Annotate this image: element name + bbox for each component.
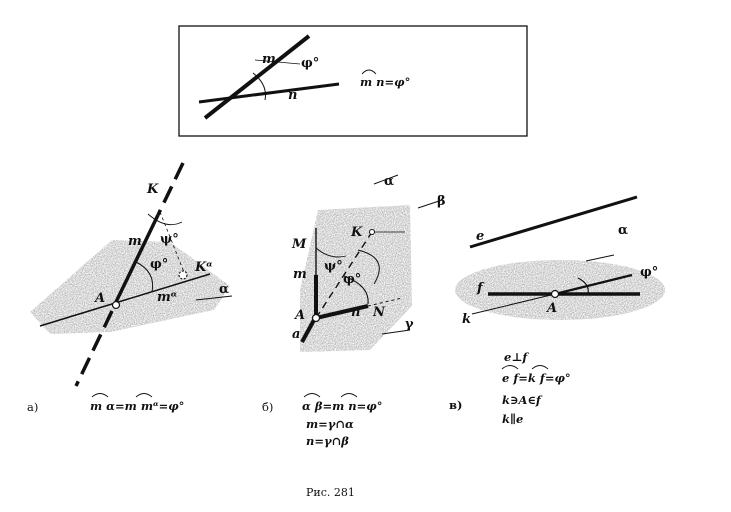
formula-b-1: α β=m n=φ° [302, 399, 382, 413]
label-beta-b: β [437, 194, 446, 209]
formula-b-2: m=γ∩α [306, 417, 354, 431]
formula-a-hat-2 [135, 393, 153, 398]
formula-c-hat-1 [501, 365, 519, 370]
formula-b-hat-1 [303, 393, 321, 398]
label-K-b: K [350, 225, 363, 240]
rotation-arc-b [357, 249, 380, 285]
label-alpha-a: α [219, 282, 229, 297]
label-a-b: a [292, 327, 300, 342]
formula-a-hat-1 [91, 393, 109, 398]
formula-c-hat-2 [531, 365, 549, 370]
angle-arc-phi-b [343, 275, 369, 305]
formula-c-4: k∥e [502, 412, 523, 426]
formula-c-1: e⊥f [504, 350, 529, 364]
label-N-b: N [372, 305, 386, 320]
projection-line-a [159, 211, 185, 273]
inset-label-m: m [262, 52, 276, 67]
label-m-alpha-a: mᵅ [157, 290, 178, 305]
angle-arc-phi-c [577, 277, 589, 295]
label-A-c: A [545, 301, 557, 316]
line-k-c [471, 293, 556, 315]
formula-b-hat-2 [340, 393, 358, 398]
line-e-c [469, 195, 638, 249]
line-b-dashed [315, 231, 373, 319]
inset-formula-hat [361, 69, 377, 75]
formula-b-3: n=γ∩β [306, 434, 349, 448]
angle-arc-psi-a [147, 213, 183, 226]
label-f-c: f [476, 281, 485, 296]
label-K-a: K [146, 182, 159, 197]
formula-a: m α=m mᵅ=φ° [90, 399, 184, 413]
point-A-a [111, 300, 121, 310]
captions: а) m α=m mᵅ=φ° б) α β=m n=φ° m=γ∩α n=γ∩β… [27, 350, 571, 499]
label-A-b: A [293, 308, 305, 323]
line-m-a-solid [114, 214, 160, 303]
label-m-a: m [128, 234, 142, 249]
inset-label-n: n [288, 88, 297, 103]
formula-c-2: e f=k f=φ° [502, 371, 571, 385]
label-psi-a: ψ° [160, 232, 179, 247]
label-m-b: m [293, 267, 307, 282]
label-A-a: A [93, 291, 105, 306]
panel-a: K m ψ° φ° Kᵅ A mᵅ α [30, 162, 233, 387]
caption-c: в) [449, 398, 462, 412]
label-n-b: n [351, 305, 360, 320]
line-a-b-bold [300, 319, 316, 343]
figure-caption: Рис. 281 [306, 486, 355, 499]
line-m-a-dashed-bottom [74, 310, 114, 387]
label-e-c: e [476, 229, 484, 244]
point-K-b [369, 229, 375, 235]
label-gamma-b: γ [405, 317, 414, 332]
caption-b: б) [262, 400, 273, 414]
label-K-alpha-a: Kᵅ [194, 260, 213, 275]
label-M-b: M [291, 237, 307, 252]
angle-arc-phi-a [135, 261, 154, 293]
angle-arc-psi-b [315, 247, 347, 258]
line-m-a-dashed-top [156, 162, 185, 216]
label-alpha-b: α [384, 174, 394, 189]
label-phi-b: φ° [343, 272, 361, 287]
inset-label-phi: φ° [301, 56, 319, 71]
inset-line-n [198, 82, 340, 104]
plane-alpha-shading-a [30, 240, 230, 334]
inset-box: m n φ° m n=φ° [178, 25, 528, 137]
caption-a: а) [27, 400, 38, 414]
formula-c-3: k∋A∈f [502, 393, 543, 407]
label-phi-c: φ° [640, 265, 658, 280]
inset-formula: m n=φ° [360, 75, 410, 89]
label-phi-a: φ° [150, 257, 168, 272]
label-alpha-c: α [618, 223, 628, 238]
line-k-c-bold [554, 273, 633, 296]
point-K-alpha [178, 270, 188, 280]
line-n-b [315, 304, 369, 320]
label-k-c: k [462, 312, 471, 327]
label-psi-b: ψ° [324, 259, 343, 274]
inset-angle-arc [252, 72, 266, 101]
point-A-b [311, 313, 321, 323]
point-A-c [550, 289, 560, 299]
line-m-alpha-a [39, 273, 211, 327]
panel-b: α β K M m ψ° φ° A a n N γ [291, 174, 446, 352]
panel-c: e α φ° f A k [455, 195, 665, 327]
